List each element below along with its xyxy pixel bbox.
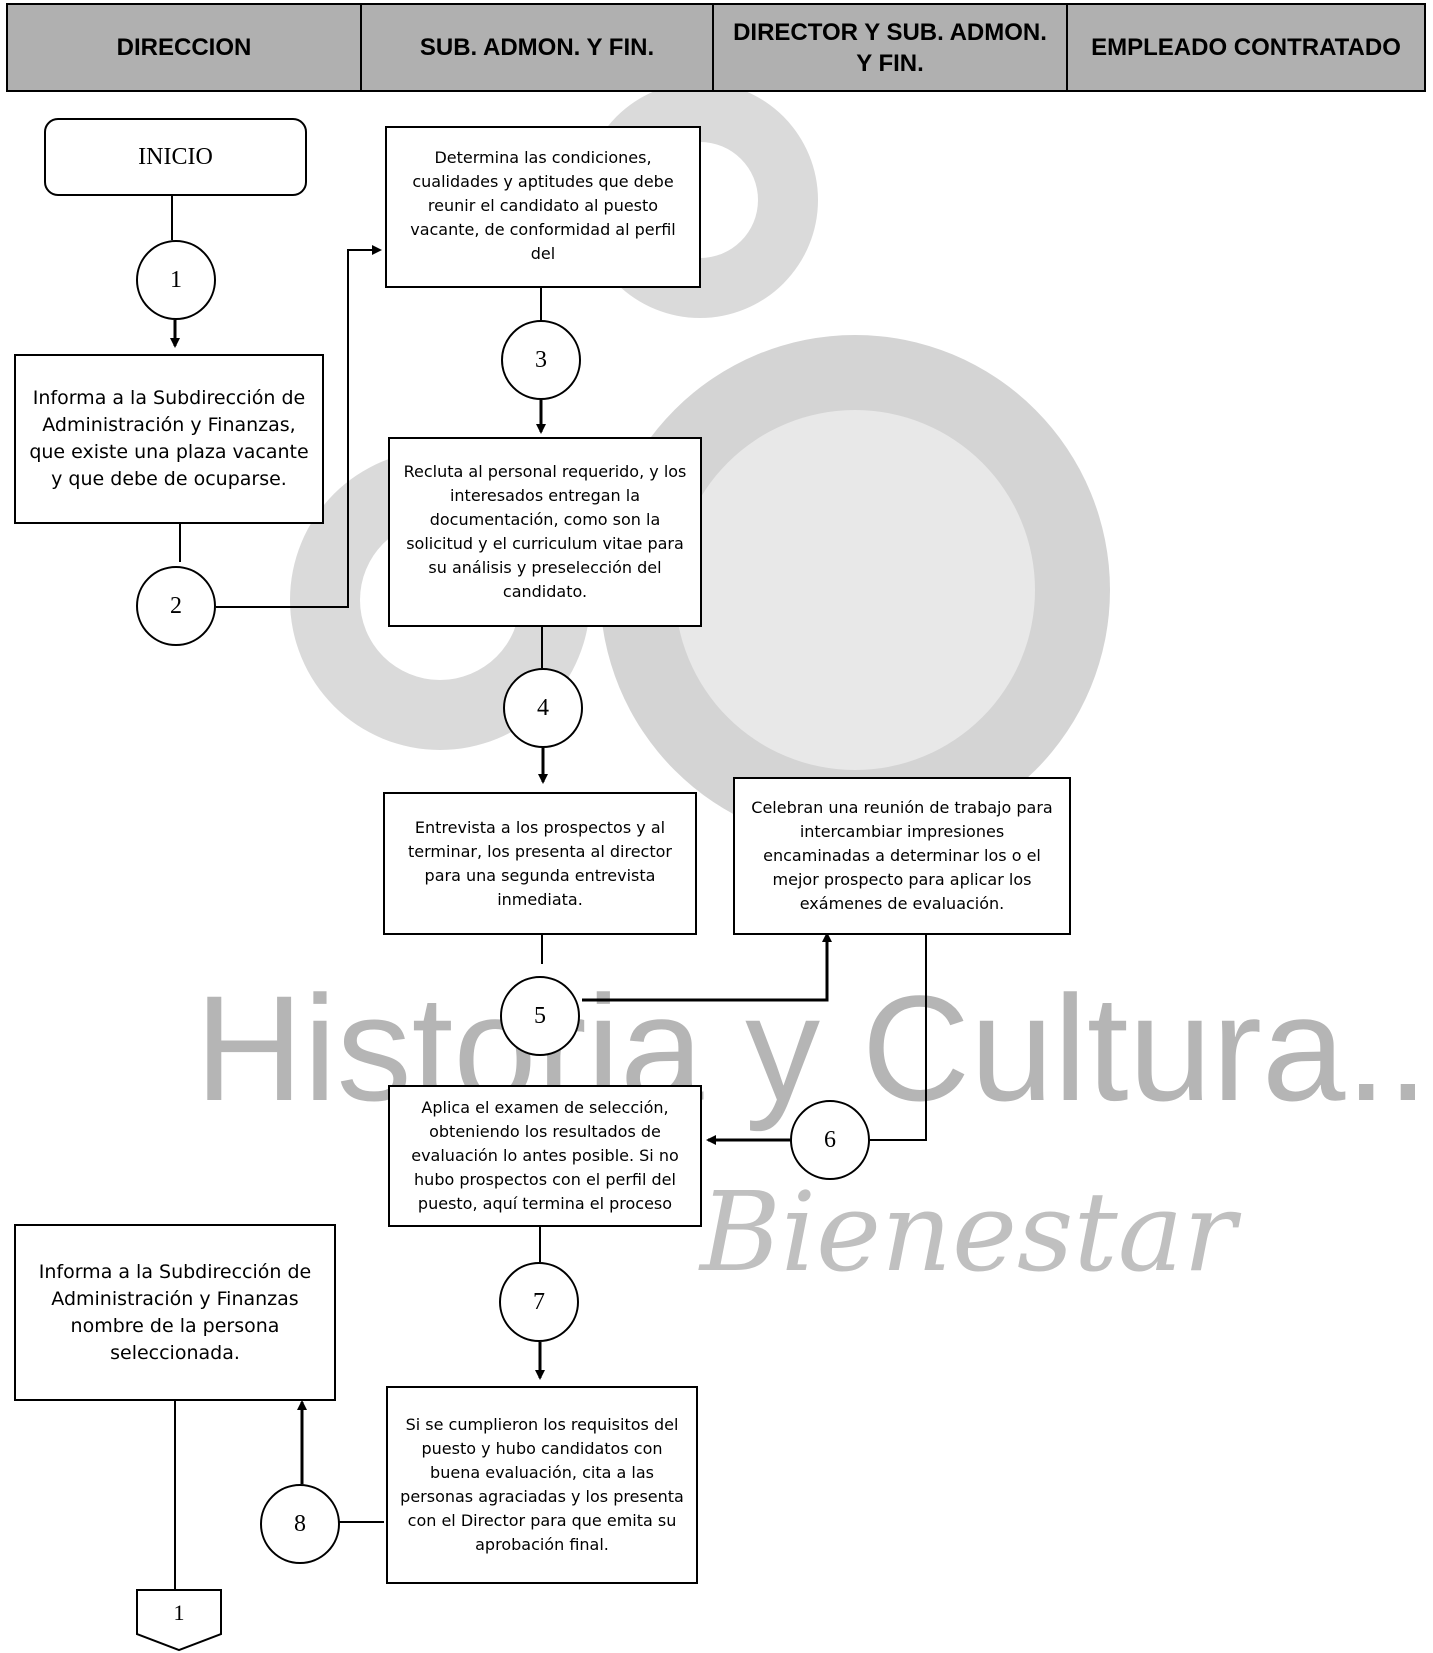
lane-direccion: DIRECCION: [8, 5, 362, 90]
step-informa-nombre: Informa a la Subdirección de Administrac…: [14, 1224, 336, 1401]
offpage-connector: [136, 1589, 222, 1652]
connector-celebran-6: [870, 934, 927, 1141]
step-recluta: Recluta al personal requerido, y los int…: [388, 437, 702, 627]
node-8: 8: [260, 1484, 340, 1564]
node-5: 5: [500, 976, 580, 1056]
arrow-5-celebran: [582, 932, 832, 1002]
step-aplica: Aplica el examen de selección, obteniend…: [388, 1085, 702, 1227]
step-celebran: Celebran una reunión de trabajo para int…: [733, 777, 1071, 935]
node-1: 1: [136, 240, 216, 320]
node-4: 4: [503, 668, 583, 748]
step-informa-plaza: Informa a la Subdirección de Administrac…: [14, 354, 324, 524]
swimlane-header: DIRECCION SUB. ADMON. Y FIN. DIRECTOR Y …: [6, 3, 1426, 92]
arrow-2-determina: [216, 245, 382, 608]
node-2: 2: [136, 566, 216, 646]
offpage-label: 1: [173, 1600, 185, 1625]
node-3: 3: [501, 320, 581, 400]
start-terminal: INICIO: [44, 118, 307, 196]
lane-director-sub-admon: DIRECTOR Y SUB. ADMON. Y FIN.: [714, 5, 1068, 90]
step-entrevista: Entrevista a los prospectos y al termina…: [383, 792, 697, 935]
lane-sub-admon: SUB. ADMON. Y FIN.: [362, 5, 714, 90]
node-6: 6: [790, 1100, 870, 1180]
lane-empleado-contratado: EMPLEADO CONTRATADO: [1091, 34, 1401, 61]
node-7: 7: [499, 1262, 579, 1342]
step-cita: Si se cumplieron los requisitos del pues…: [386, 1386, 698, 1584]
watermark-script: Bienestar: [698, 1168, 1242, 1296]
step-determina: Determina las condiciones, cualidades y …: [385, 126, 701, 288]
